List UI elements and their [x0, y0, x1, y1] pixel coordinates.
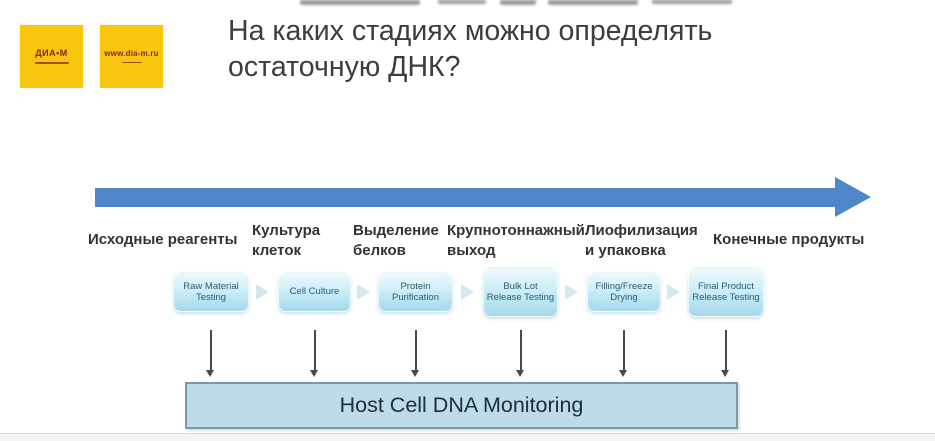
diam-website-tagline-line [121, 61, 142, 64]
bottom-strip [0, 433, 935, 441]
process-box-final-product-release: Final Product Release Testing [688, 267, 764, 317]
diam-website-logo: www.dia-m.ru [100, 25, 163, 88]
chevron-right-icon [357, 284, 370, 300]
slide-title: На каких стадиях можно определять остато… [228, 14, 918, 86]
chevron-right-icon [256, 284, 269, 300]
down-arrow-icon [721, 330, 730, 377]
process-box-raw-material-testing: Raw Material Testing [173, 272, 249, 312]
diam-logo: ДИА•М [20, 25, 83, 88]
host-cell-dna-monitoring-box: Host Cell DNA Monitoring [185, 382, 738, 429]
stage-label-final-products: Конечные продукты [713, 231, 865, 248]
flow-arrow-head-icon [835, 177, 871, 217]
diam-website-text: www.dia-m.ru [104, 48, 159, 58]
down-arrow-icon [516, 330, 525, 377]
down-arrow-icon [411, 330, 420, 377]
stage-label-raw-reagents: Исходные реагенты [88, 231, 238, 248]
diam-logo-text: ДИА•М [35, 48, 68, 58]
flow-arrow [95, 188, 835, 207]
process-box-bulk-lot-release: Bulk Lot Release Testing [483, 267, 558, 317]
down-arrow-icon [310, 330, 319, 377]
diam-logo-tagline-line [34, 62, 69, 64]
process-box-filling-freeze-drying: Filling/Freeze Drying [587, 272, 661, 312]
chevron-right-icon [667, 284, 680, 300]
stage-label-protein: Выделение белков [353, 222, 439, 259]
process-box-protein-purification: Protein Purification [378, 272, 453, 312]
chevron-right-icon [461, 284, 474, 300]
process-box-cell-culture: Cell Culture [278, 272, 351, 312]
slide-title-line1: На каких стадиях можно определять [228, 15, 713, 47]
stage-label-lyophilization: Лиофилизация и упаковка [585, 222, 698, 259]
stage-label-cell-culture: Культура клеток [252, 222, 321, 259]
cropped-text-artifact [0, 0, 935, 8]
slide-title-line2: остаточную ДНК? [228, 50, 461, 83]
down-arrow-icon [619, 330, 628, 377]
stage-label-bulk: Крупнотоннажный выход [447, 222, 585, 259]
chevron-right-icon [565, 284, 578, 300]
down-arrow-icon [206, 330, 215, 377]
